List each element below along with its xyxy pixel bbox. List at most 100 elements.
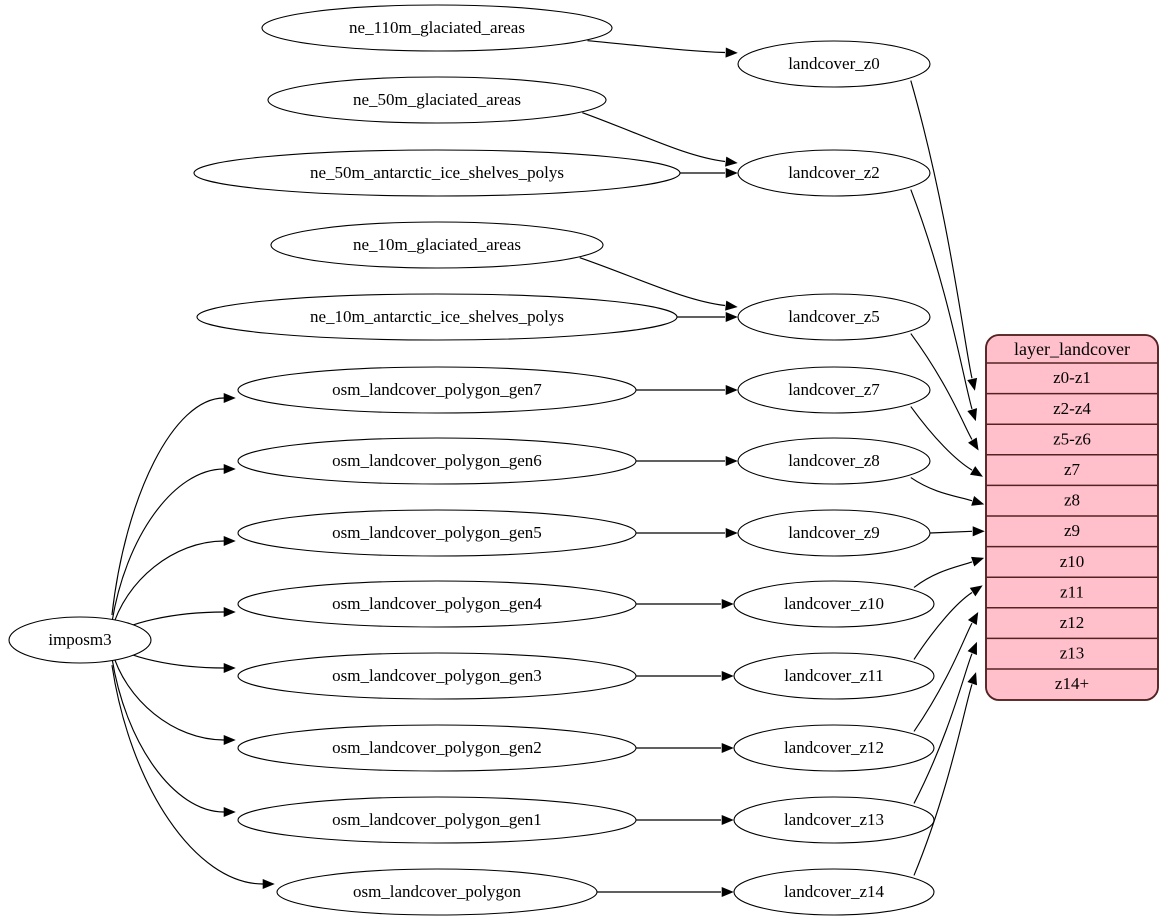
node-ne_110m_glaciated_areas[interactable]: ne_110m_glaciated_areas — [261, 4, 613, 52]
table-row-z12[interactable]: z12 — [1060, 613, 1085, 632]
table-row-z11[interactable]: z11 — [1060, 582, 1084, 601]
node-ne_10m_glaciated_areas-label: ne_10m_glaciated_areas — [353, 235, 521, 254]
table-row-z2-z4[interactable]: z2-z4 — [1053, 399, 1091, 418]
edge-imposm3-to-osm_landcover_polygon_gen4-arrowhead — [223, 606, 236, 618]
table-row-z7[interactable]: z7 — [1064, 460, 1081, 479]
table-row-z9[interactable]: z9 — [1064, 521, 1080, 540]
table-row-z5-z6[interactable]: z5-z6 — [1053, 429, 1091, 448]
node-ne_50m_glaciated_areas[interactable]: ne_50m_glaciated_areas — [267, 76, 607, 124]
node-ne_50m_antarctic_ice_shelves_polys-shape[interactable] — [193, 149, 681, 197]
node-landcover_z2[interactable]: landcover_z2 — [737, 149, 931, 197]
table-row-z8[interactable]: z8 — [1064, 491, 1080, 510]
edge-landcover_z13-to-table-row-9-arrowhead — [967, 641, 977, 656]
edge-imposm3-to-osm_landcover_polygon_gen2-arrowhead — [223, 734, 236, 746]
node-landcover_z2-shape[interactable] — [737, 149, 931, 197]
node-landcover_z8[interactable]: landcover_z8 — [737, 437, 931, 485]
node-landcover_z8-shape[interactable] — [737, 437, 931, 485]
edge-landcover_z10-to-table-row-6 — [913, 556, 985, 588]
node-osm_landcover_polygon_gen6-label: osm_landcover_polygon_gen6 — [332, 451, 542, 470]
node-osm_landcover_polygon-shape[interactable] — [276, 868, 598, 916]
node-ne_110m_glaciated_areas-shape[interactable] — [261, 4, 613, 52]
edge-ne_50m_glaciated_areas-to-landcover_z2-arrowhead — [725, 156, 738, 167]
table-row-z14+[interactable]: z14+ — [1055, 674, 1089, 693]
node-ne_10m_antarctic_ice_shelves_polys[interactable]: ne_10m_antarctic_ice_shelves_polys — [196, 293, 678, 341]
node-landcover_z12[interactable]: landcover_z12 — [733, 724, 935, 772]
edge-ne_110m_glaciated_areas-to-landcover_z0-arrowhead — [725, 47, 738, 58]
node-osm_landcover_polygon_gen2-shape[interactable] — [237, 724, 637, 772]
node-landcover_z0[interactable]: landcover_z0 — [737, 40, 931, 88]
node-ne_50m_glaciated_areas-shape[interactable] — [267, 76, 607, 124]
node-osm_landcover_polygon_gen4-label: osm_landcover_polygon_gen4 — [332, 594, 542, 613]
edge-landcover_z7-to-table-row-3-line — [910, 406, 973, 471]
edge-imposm3-to-osm_landcover_polygon_gen3-arrowhead — [223, 662, 236, 674]
node-ne_10m_antarctic_ice_shelves_polys-shape[interactable] — [196, 293, 678, 341]
edge-ne_10m_glaciated_areas-to-landcover_z5 — [579, 257, 738, 311]
node-osm_landcover_polygon_gen5[interactable]: osm_landcover_polygon_gen5 — [237, 509, 637, 557]
node-osm_landcover_polygon_gen6[interactable]: osm_landcover_polygon_gen6 — [237, 437, 637, 485]
node-osm_landcover_polygon_gen2-label: osm_landcover_polygon_gen2 — [332, 738, 542, 757]
edge-osm_landcover_polygon-to-landcover_z14-arrowhead — [721, 886, 734, 898]
edge-imposm3-to-osm_landcover_polygon-line — [111, 665, 264, 885]
table-row-z10[interactable]: z10 — [1060, 552, 1085, 571]
table-row-z13[interactable]: z13 — [1060, 644, 1085, 663]
node-osm_landcover_polygon_gen5-shape[interactable] — [237, 509, 637, 557]
edge-imposm3-to-osm_landcover_polygon_gen7 — [111, 392, 236, 616]
node-landcover_z7[interactable]: landcover_z7 — [737, 366, 931, 414]
node-landcover_z0-shape[interactable] — [737, 40, 931, 88]
table-row-z0-z1[interactable]: z0-z1 — [1053, 368, 1091, 387]
node-landcover_z14[interactable]: landcover_z14 — [733, 868, 935, 916]
node-ne_50m_antarctic_ice_shelves_polys[interactable]: ne_50m_antarctic_ice_shelves_polys — [193, 149, 681, 197]
node-landcover_z9-shape[interactable] — [737, 509, 931, 557]
node-landcover_z13-shape[interactable] — [733, 796, 935, 844]
node-imposm3-shape[interactable] — [8, 616, 152, 664]
edge-ne_110m_glaciated_areas-to-landcover_z0 — [587, 40, 738, 58]
edge-imposm3-to-osm_landcover_polygon_gen7-arrowhead — [223, 392, 236, 404]
edge-landcover_z10-to-table-row-6-arrowhead — [971, 556, 985, 567]
node-landcover_z12-label: landcover_z12 — [784, 738, 884, 757]
node-osm_landcover_polygon_gen3[interactable]: osm_landcover_polygon_gen3 — [237, 652, 637, 700]
edge-imposm3-to-osm_landcover_polygon_gen5-arrowhead — [223, 535, 236, 547]
node-landcover_z5[interactable]: landcover_z5 — [737, 293, 931, 341]
edge-landcover_z0-to-table-row-0-arrowhead — [967, 377, 978, 391]
node-osm_landcover_polygon[interactable]: osm_landcover_polygon — [276, 868, 598, 916]
node-osm_landcover_polygon_gen7[interactable]: osm_landcover_polygon_gen7 — [237, 366, 637, 414]
node-landcover_z7-shape[interactable] — [737, 366, 931, 414]
node-osm_landcover_polygon_gen1-shape[interactable] — [237, 796, 637, 844]
node-landcover_z10[interactable]: landcover_z10 — [733, 580, 935, 628]
node-osm_landcover_polygon-label: osm_landcover_polygon — [353, 882, 522, 901]
node-landcover_z11-shape[interactable] — [733, 652, 935, 700]
node-ne_10m_glaciated_areas[interactable]: ne_10m_glaciated_areas — [270, 221, 604, 269]
node-landcover_z11[interactable]: landcover_z11 — [733, 652, 935, 700]
edge-landcover_z5-to-table-row-2-arrowhead — [968, 437, 979, 451]
node-landcover_z14-shape[interactable] — [733, 868, 935, 916]
node-osm_landcover_polygon_gen6-shape[interactable] — [237, 437, 637, 485]
node-osm_landcover_polygon_gen4-shape[interactable] — [237, 580, 637, 628]
node-landcover_z12-shape[interactable] — [733, 724, 935, 772]
edge-landcover_z11-to-table-row-7-arrowhead — [969, 585, 983, 597]
node-landcover_z9-label: landcover_z9 — [788, 523, 880, 542]
node-landcover_z13[interactable]: landcover_z13 — [733, 796, 935, 844]
edge-landcover_z10-to-table-row-6-line — [913, 561, 973, 588]
node-landcover_z5-label: landcover_z5 — [788, 307, 880, 326]
edge-landcover_z5-to-table-row-2 — [910, 333, 979, 451]
node-osm_landcover_polygon_gen1[interactable]: osm_landcover_polygon_gen1 — [237, 796, 637, 844]
node-osm_landcover_polygon_gen4[interactable]: osm_landcover_polygon_gen4 — [237, 580, 637, 628]
node-landcover_z7-label: landcover_z7 — [788, 380, 880, 399]
edge-landcover_z11-to-table-row-7 — [913, 585, 983, 660]
node-ne_10m_glaciated_areas-shape[interactable] — [270, 221, 604, 269]
node-landcover_z5-shape[interactable] — [737, 293, 931, 341]
edge-imposm3-to-osm_landcover_polygon_gen1-line — [111, 657, 225, 813]
node-imposm3[interactable]: imposm3 — [8, 616, 152, 664]
edge-landcover_z14-to-table-row-10-line — [913, 684, 973, 876]
node-landcover_z10-shape[interactable] — [733, 580, 935, 628]
edge-osm_landcover_polygon_gen1-to-landcover_z13-arrowhead — [721, 814, 734, 826]
node-osm_landcover_polygon_gen3-shape[interactable] — [237, 652, 637, 700]
layer-landcover-table-group[interactable]: layer_landcoverz0-z1z2-z4z5-z6z7z8z9z10z… — [985, 334, 1159, 701]
node-osm_landcover_polygon_gen7-shape[interactable] — [237, 366, 637, 414]
node-landcover_z9[interactable]: landcover_z9 — [737, 509, 931, 557]
node-ne_50m_glaciated_areas-label: ne_50m_glaciated_areas — [353, 90, 521, 109]
edge-landcover_z12-to-table-row-8-line — [913, 622, 973, 732]
edge-osm_landcover_polygon_gen7-to-landcover_z7-arrowhead — [725, 384, 738, 396]
node-osm_landcover_polygon_gen2[interactable]: osm_landcover_polygon_gen2 — [237, 724, 637, 772]
